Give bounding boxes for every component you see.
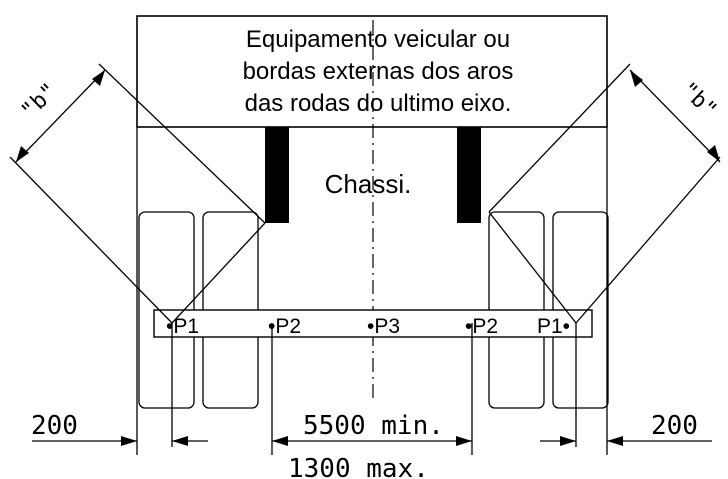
b-dimension-left — [9, 63, 266, 447]
point-p1-right: P1• — [537, 315, 570, 338]
b-left-arrow-bottom — [16, 146, 29, 162]
measuring-bar — [153, 309, 593, 338]
b-dimension-right — [488, 63, 721, 447]
dim-center-arrow-b — [456, 436, 472, 446]
title-line-2: bordas externas dos aros — [243, 58, 514, 85]
title-line-1: Equipamento veicular ou — [246, 26, 510, 53]
chassis-rail-left — [265, 127, 289, 223]
dim-200-left-arrow-a — [121, 436, 137, 446]
b-label-right: "b" — [676, 78, 722, 124]
dim-200-right-arrow-b — [607, 436, 623, 446]
chassis-label: Chassi. — [325, 169, 412, 199]
title-box — [136, 15, 608, 128]
dim-center-arrow-a — [272, 436, 288, 446]
dim-200-right-arrow-a — [560, 436, 576, 446]
dim-200-right-label: 200 — [651, 411, 698, 441]
point-p3: •P3 — [367, 315, 400, 338]
b-right-arrow-top — [630, 70, 643, 87]
point-p1-left: •P1 — [166, 315, 199, 338]
point-p2-right: •P2 — [465, 315, 498, 338]
dim-center-max-label: 1300 max. — [288, 454, 429, 479]
dim-200-left-label: 200 — [31, 411, 78, 441]
title-line-3: das rodas do ultimo eixo. — [245, 90, 512, 117]
point-p2-left: •P2 — [268, 315, 301, 338]
dim-200-left-arrow-b — [172, 436, 188, 446]
b-left-arrow-top — [92, 70, 105, 86]
b-right-arrow-bottom — [707, 145, 720, 162]
chassis-rail-right — [457, 127, 481, 223]
dim-center-min-label: 5500 min. — [303, 411, 444, 441]
b-label-left: "b" — [17, 79, 63, 125]
